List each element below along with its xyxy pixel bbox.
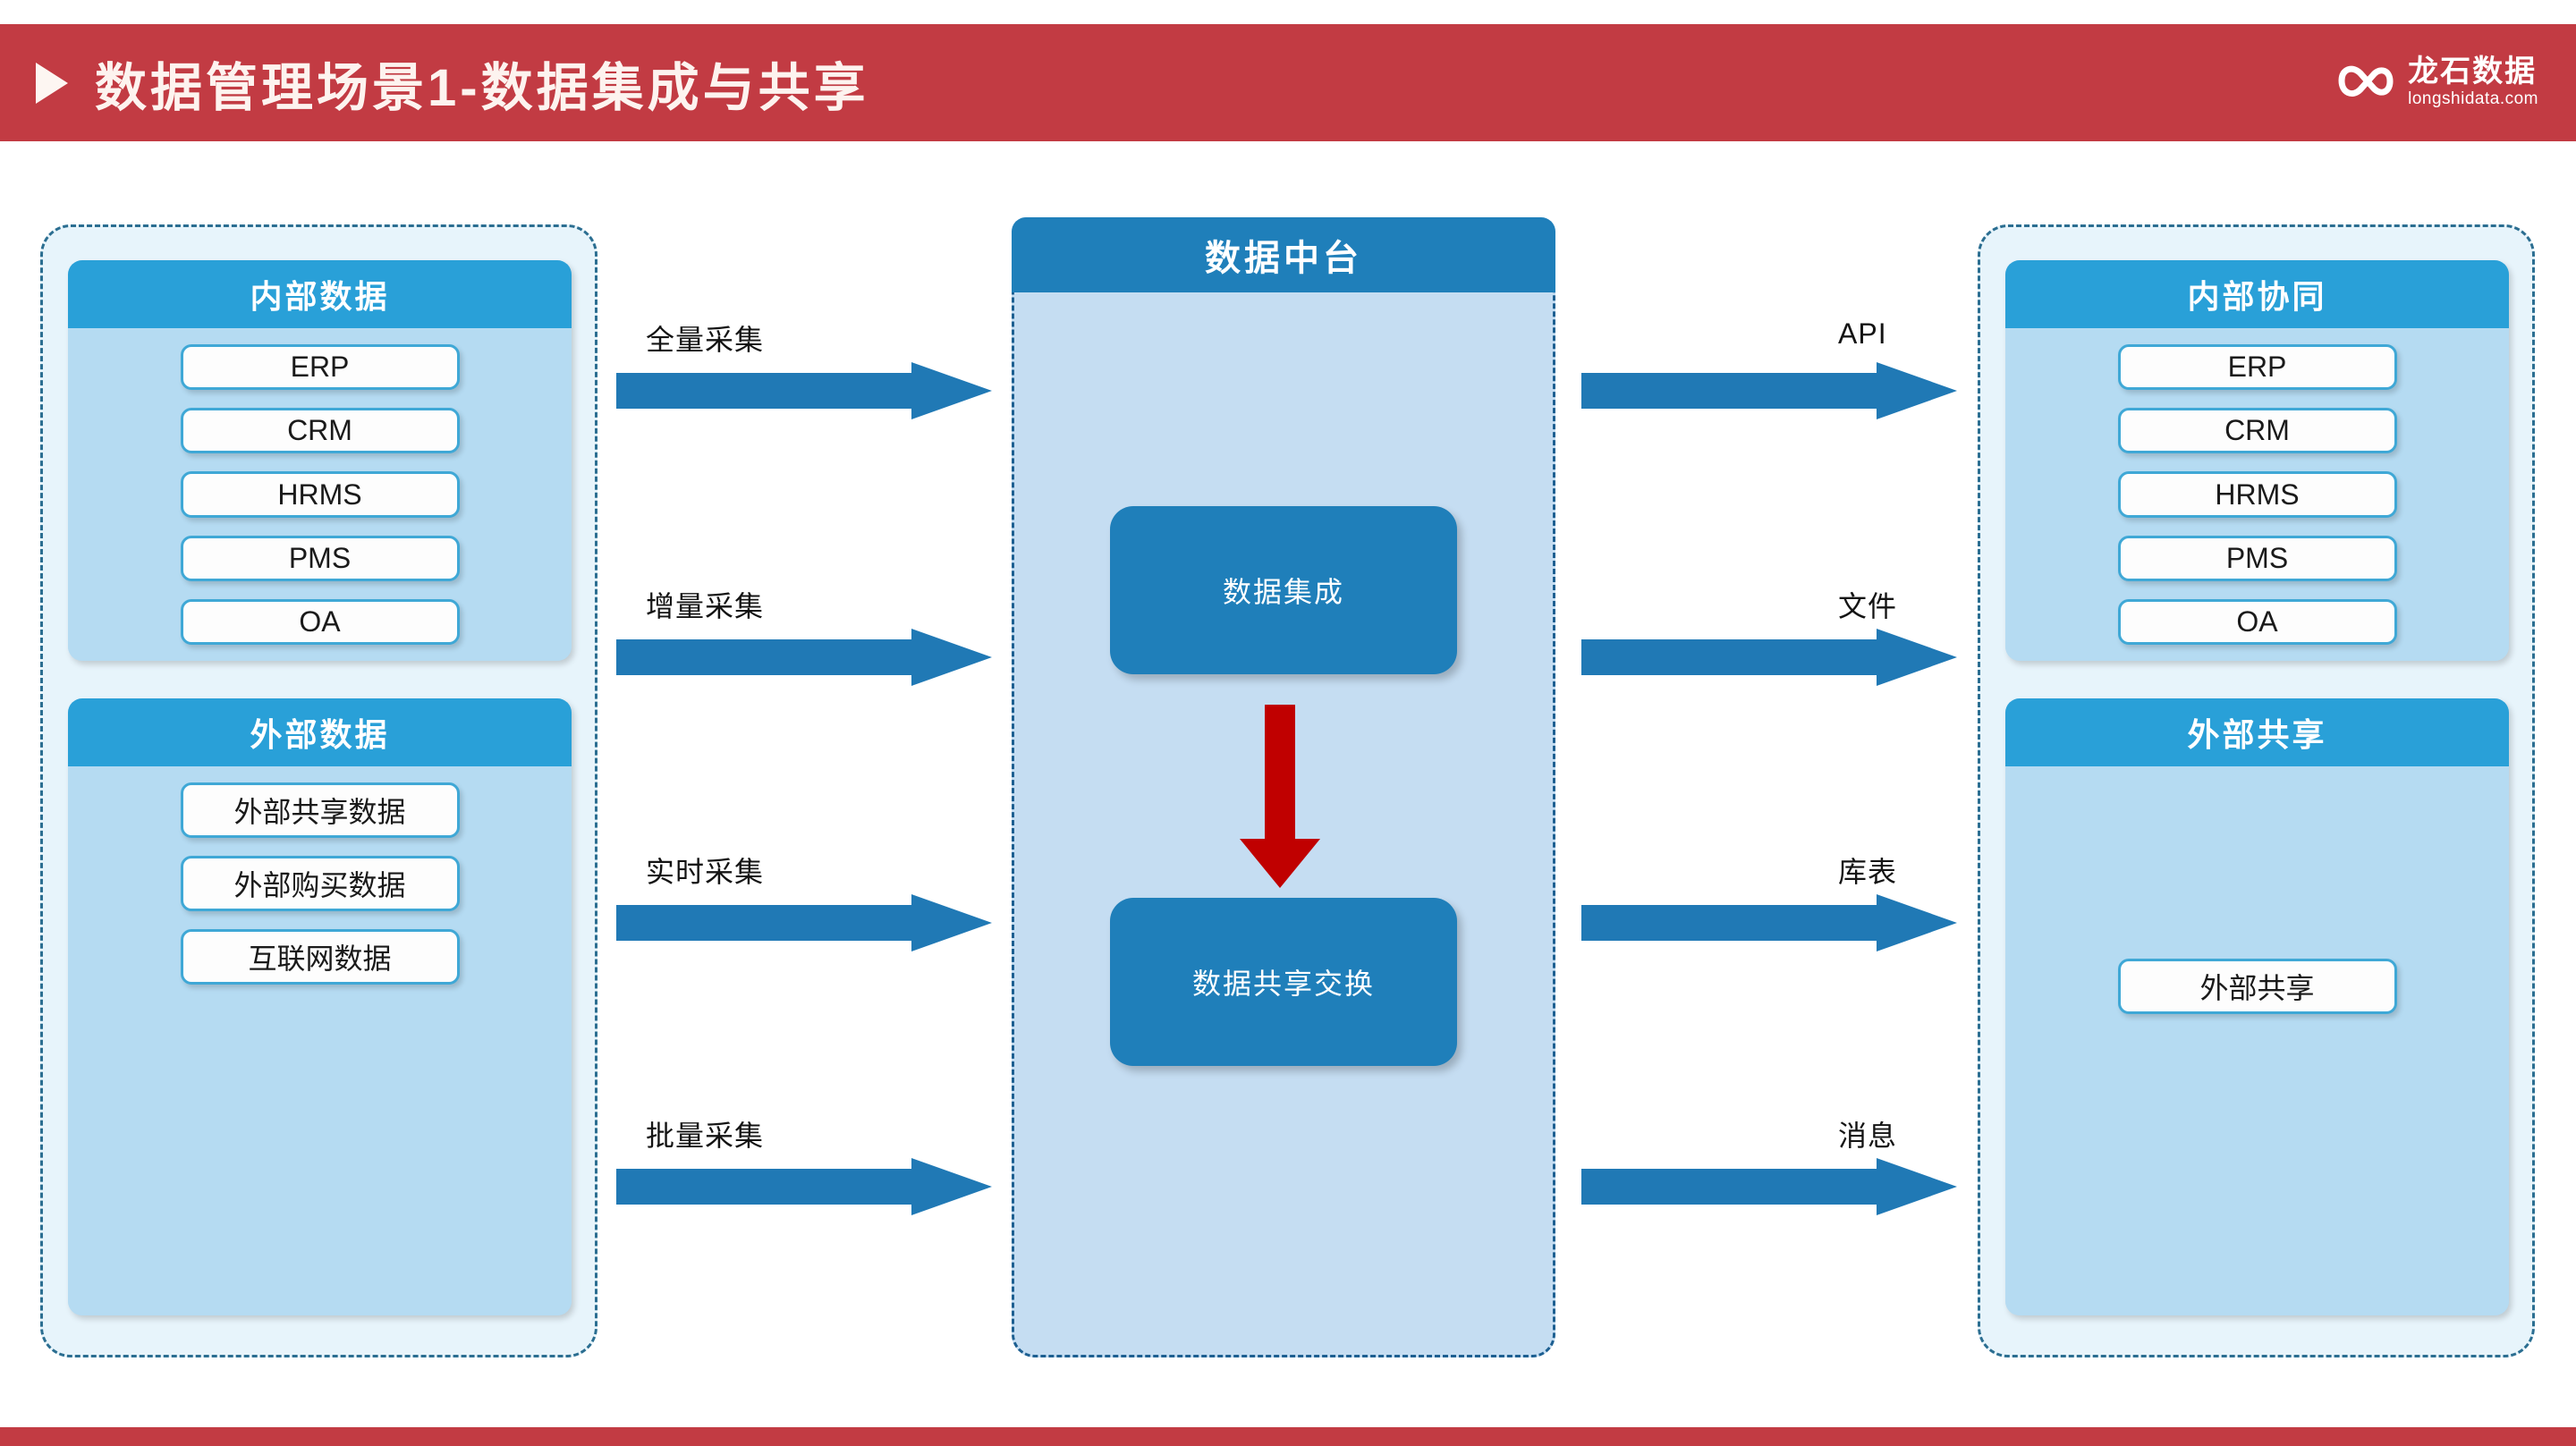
block-data-integration[interactable]: 数据集成 <box>1110 506 1457 674</box>
brand-text: 龙石数据 longshidata.com <box>2408 56 2538 109</box>
group-title: 内部协同 <box>2005 260 2509 328</box>
list-item[interactable]: HRMS <box>180 471 460 518</box>
flow-label-incremental-collect: 增量采集 <box>646 590 765 622</box>
footer-bar <box>0 1427 2576 1446</box>
flow-arrow-message <box>1581 1158 1957 1215</box>
list-item[interactable]: OA <box>2117 598 2397 646</box>
flow-arrow-table <box>1581 894 1957 951</box>
list-item[interactable]: 互联网数据 <box>180 929 460 985</box>
list-item[interactable]: CRM <box>2117 408 2397 454</box>
center-data-platform-panel: 数据中台 数据集成 数据共享交换 <box>1012 217 1555 1357</box>
list-item[interactable]: PMS <box>2117 535 2397 581</box>
header-bar: 数据管理场景1-数据集成与共享 龙石数据 longshidata.com <box>0 24 2576 141</box>
group-item-list: ERP CRM HRMS PMS OA <box>2005 328 2509 661</box>
left-source-panel: 内部数据 ERP CRM HRMS PMS OA 外部数据 外部共享数据 外部购… <box>40 224 597 1357</box>
flow-label-file: 文件 <box>1838 590 1898 622</box>
list-item[interactable]: 外部购买数据 <box>180 856 460 911</box>
list-item[interactable]: CRM <box>180 408 460 454</box>
down-arrow-icon <box>1240 705 1320 888</box>
flow-arrow-full-collect <box>616 362 992 419</box>
list-item[interactable]: ERP <box>180 344 460 391</box>
list-item[interactable]: 外部共享 <box>2117 959 2397 1014</box>
flow-arrow-realtime-collect <box>616 894 992 951</box>
flow-label-table: 库表 <box>1838 856 1898 888</box>
flow-arrow-api <box>1581 362 1957 419</box>
group-card-internal-collaboration[interactable]: 内部协同 ERP CRM HRMS PMS OA <box>2005 260 2509 661</box>
group-title: 内部数据 <box>68 260 572 328</box>
center-panel-title: 数据中台 <box>1012 217 1555 292</box>
group-title: 外部数据 <box>68 698 572 766</box>
infinity-loop-logo-icon <box>2333 56 2395 109</box>
group-item-list: 外部共享 <box>2005 766 2509 1315</box>
group-card-external-sharing[interactable]: 外部共享 外部共享 <box>2005 698 2509 1315</box>
group-item-list: 外部共享数据 外部购买数据 互联网数据 <box>68 766 572 1315</box>
flow-arrow-incremental-collect <box>616 629 992 686</box>
page-title: 数据管理场景1-数据集成与共享 <box>95 58 869 117</box>
block-data-sharing-exchange[interactable]: 数据共享交换 <box>1110 898 1457 1066</box>
group-item-list: ERP CRM HRMS PMS OA <box>68 328 572 661</box>
list-item[interactable]: ERP <box>2117 344 2397 391</box>
flow-label-realtime-collect: 实时采集 <box>646 856 765 888</box>
group-title: 外部共享 <box>2005 698 2509 766</box>
brand-name: 龙石数据 <box>2408 55 2538 89</box>
right-consumer-panel: 内部协同 ERP CRM HRMS PMS OA 外部共享 外部共享 <box>1978 224 2535 1357</box>
list-item[interactable]: OA <box>180 598 460 646</box>
flow-arrow-batch-collect <box>616 1158 992 1215</box>
flow-label-full-collect: 全量采集 <box>646 324 765 356</box>
list-item[interactable]: PMS <box>180 535 460 581</box>
brand-logo: 龙石数据 longshidata.com <box>2333 56 2538 109</box>
flow-label-api: API <box>1838 317 1887 350</box>
group-card-external-data[interactable]: 外部数据 外部共享数据 外部购买数据 互联网数据 <box>68 698 572 1315</box>
group-card-internal-data[interactable]: 内部数据 ERP CRM HRMS PMS OA <box>68 260 572 661</box>
play-triangle-icon <box>36 62 68 104</box>
brand-domain: longshidata.com <box>2408 89 2538 108</box>
list-item[interactable]: HRMS <box>2117 471 2397 518</box>
list-item[interactable]: 外部共享数据 <box>180 782 460 838</box>
flow-label-batch-collect: 批量采集 <box>646 1120 765 1152</box>
flow-label-message: 消息 <box>1838 1120 1898 1152</box>
flow-arrow-file <box>1581 629 1957 686</box>
